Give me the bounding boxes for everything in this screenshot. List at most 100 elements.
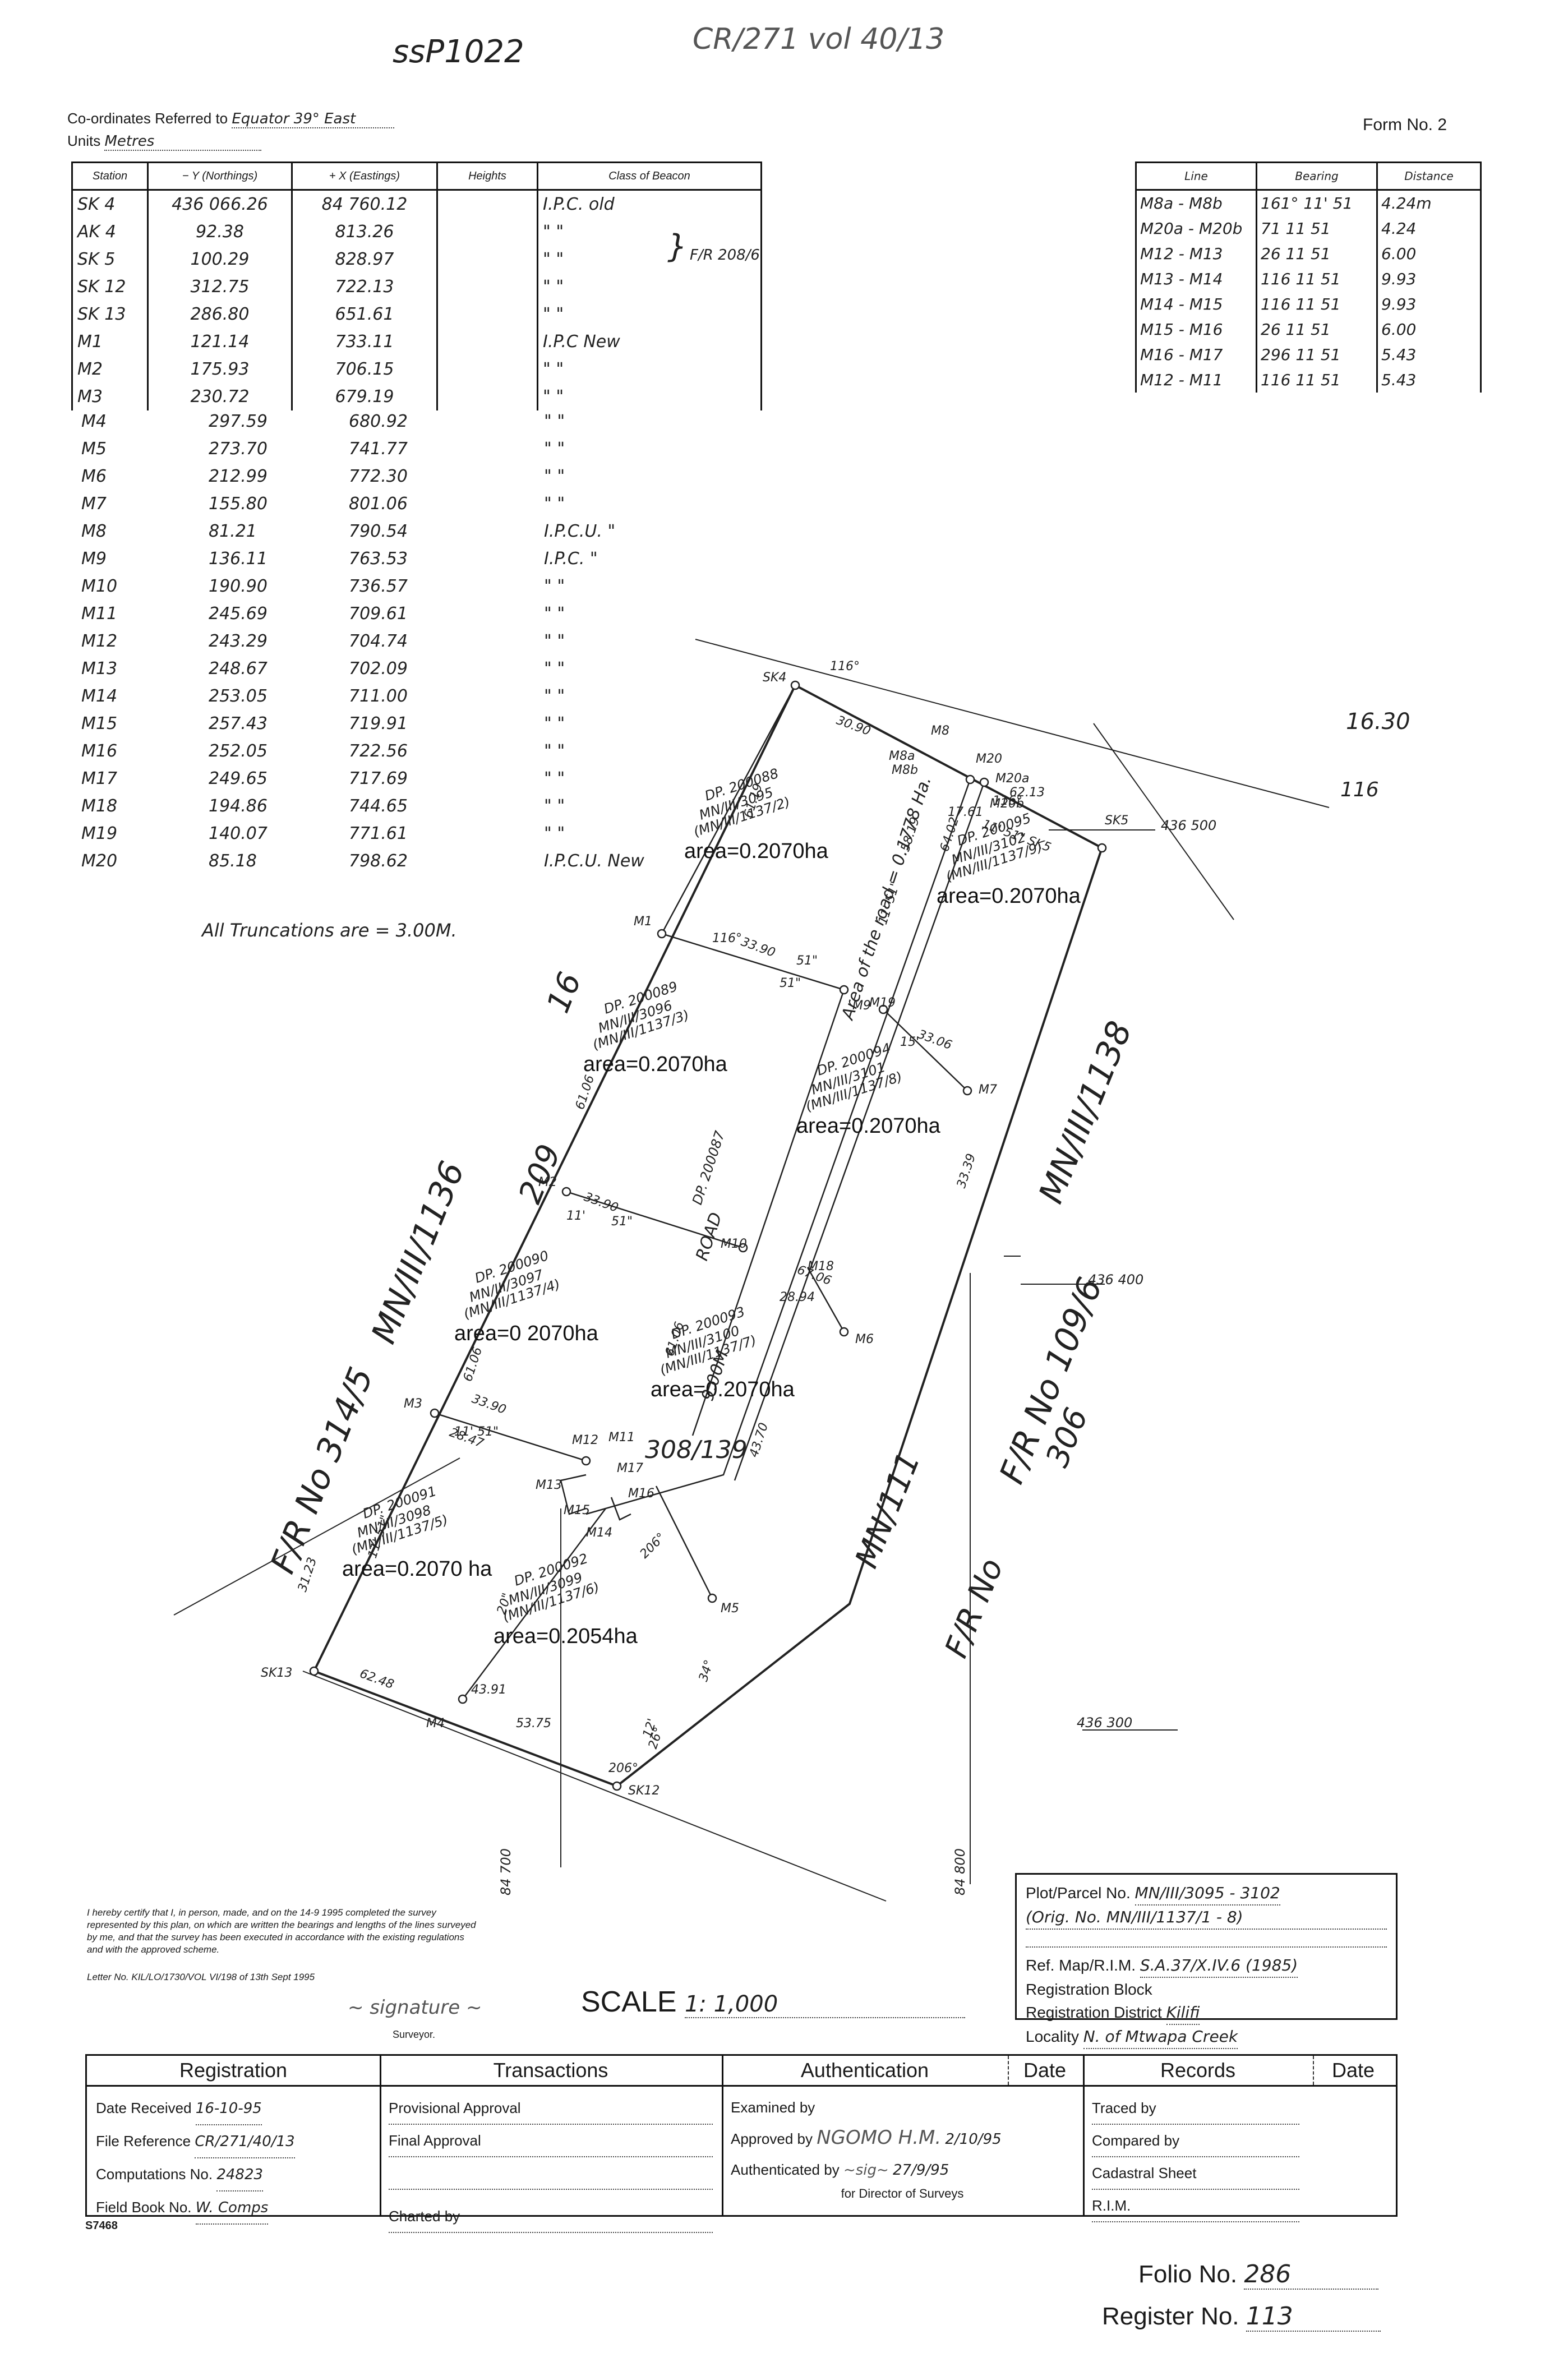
table-cell: 706.15	[291, 356, 438, 383]
table-cell	[436, 246, 538, 273]
coord-row-cls: " "	[544, 412, 565, 431]
coord-row-y: 81.21	[209, 522, 257, 541]
authentication-panel: Authentication Date Examined by Approved…	[722, 2056, 1085, 2215]
beacon-m2	[561, 1187, 571, 1197]
table-cell: " "	[537, 356, 762, 383]
coord-row-station: M15	[81, 714, 118, 733]
transactions-title: Transactions	[380, 2056, 722, 2087]
coord-row-x: 722.56	[349, 741, 408, 761]
table-cell: " "	[537, 301, 762, 328]
boundary-line-south	[302, 1671, 887, 1902]
provisional-approval: Provisional Approval	[389, 2092, 713, 2125]
plan-label: 61.06	[573, 1073, 597, 1111]
truncations-note: All Truncations are = 3.00M.	[202, 920, 457, 941]
coord-row-y: 297.59	[209, 412, 268, 431]
field-book-value: W. Comps	[195, 2192, 269, 2225]
plan-label: 51"	[780, 976, 801, 990]
surveyor-certificate: I hereby certify that I, in person, made…	[87, 1907, 476, 1955]
table-cell	[436, 273, 538, 301]
coord-row-x: 790.54	[349, 522, 408, 541]
final-approval: Final Approval	[389, 2125, 713, 2157]
coord-row-x: 744.65	[349, 796, 408, 816]
table-cell: 828.97	[291, 246, 438, 273]
coord-row-y: 194.86	[209, 796, 268, 816]
truncation-notch	[560, 1474, 587, 1515]
locality-label: Locality	[1026, 2028, 1079, 2045]
form-code: S7468	[85, 2220, 118, 2232]
coord-row-station: M17	[81, 769, 118, 788]
coord-row-y: 85.18	[209, 851, 257, 871]
plan-label: MN/III/1138	[1031, 1016, 1140, 1208]
plan-label: 116°	[830, 659, 860, 673]
traced-by: Traced by	[1092, 2092, 1299, 2125]
beacons	[309, 680, 1107, 1791]
parcel-area: area=0.2070ha	[937, 884, 1081, 908]
plan-label: 436 500	[1161, 818, 1216, 833]
plan-label: 116	[1340, 778, 1379, 801]
table-cell: 651.61	[291, 301, 438, 328]
register-label: Register No.	[1102, 2303, 1239, 2330]
director-of-surveys: for Director of Surveys	[841, 2186, 964, 2200]
plan-label: M8b	[892, 763, 918, 777]
col-eastings: + X (Eastings)	[291, 162, 438, 191]
plot-original-value: (Orig. No. MN/III/1137/1 - 8)	[1026, 1906, 1387, 1930]
table-cell: 121.14	[147, 328, 293, 356]
beacon-m9	[839, 985, 849, 995]
road-edge-west	[585, 779, 971, 1515]
units-label: Units	[67, 132, 101, 149]
coordinates-reference: Co-ordinates Referred to Equator 39° Eas…	[67, 110, 395, 128]
parcel-area: area=0.2070ha	[684, 839, 829, 863]
plan-label: 209	[512, 1139, 568, 1208]
beacon-m12	[581, 1456, 591, 1466]
coord-row-cls: " "	[544, 741, 565, 761]
plan-lines	[173, 639, 1330, 1902]
coord-row-station: M14	[81, 686, 118, 706]
plan-label: 53.75	[516, 1717, 551, 1731]
beacon-m4	[458, 1694, 468, 1704]
coord-row-station: M19	[81, 824, 118, 843]
table-cell: 9.93	[1376, 292, 1482, 317]
table-cell	[436, 356, 538, 383]
table-cell: M12 - M11	[1135, 367, 1257, 393]
plan-label: DP. 200087	[689, 1129, 728, 1207]
coord-row-station: M18	[81, 796, 118, 816]
form-number: Form No. 2	[1363, 116, 1447, 134]
coord-row-y: 155.80	[209, 494, 268, 514]
table-cell: 679.19	[291, 383, 438, 410]
coord-row-station: M13	[81, 659, 118, 679]
parcel-area: area=0 2070ha	[454, 1322, 599, 1345]
road-edge-east	[734, 782, 985, 1481]
plan-label: 84 700	[498, 1848, 514, 1895]
scale-block: SCALE 1: 1,000	[581, 1985, 965, 2019]
registration-district-row: Registration District Kilifi	[1026, 2001, 1387, 2025]
beacon-sk5	[1097, 843, 1107, 853]
plan-label: 15'	[900, 1035, 919, 1049]
plan-label: M2	[538, 1175, 557, 1189]
col-northings: − Y (Northings)	[147, 162, 293, 191]
coord-row-cls: " "	[544, 714, 565, 733]
letter-reference: Letter No. KIL/LO/1730/VOL VI/198 of 13t…	[87, 1972, 315, 1982]
coord-row-cls: " "	[544, 824, 565, 843]
coord-row-cls: " "	[544, 467, 565, 486]
fr-note: F/R 208/6	[690, 247, 760, 264]
examined-by: Examined by	[731, 2099, 815, 2116]
plan-label: M9	[852, 999, 871, 1013]
coord-row-cls: " "	[544, 631, 565, 651]
coordinates-label: Co-ordinates Referred to	[67, 110, 228, 127]
beacon-m10	[738, 1243, 748, 1253]
parcel-area: area=0.2070ha	[583, 1053, 728, 1076]
registration-district-value: Kilifi	[1166, 2001, 1200, 2025]
folio-value: 286	[1244, 2260, 1379, 2290]
plan-label: M10	[721, 1237, 747, 1251]
table-cell: " "	[537, 218, 762, 246]
plot-value: MN/III/3095 - 3102	[1135, 1881, 1280, 1906]
coord-row-y: 249.65	[209, 769, 268, 788]
charted-by: Charted by	[389, 2200, 713, 2233]
bottom-panel: Registration Date Received 16-10-95 File…	[85, 2054, 1398, 2233]
